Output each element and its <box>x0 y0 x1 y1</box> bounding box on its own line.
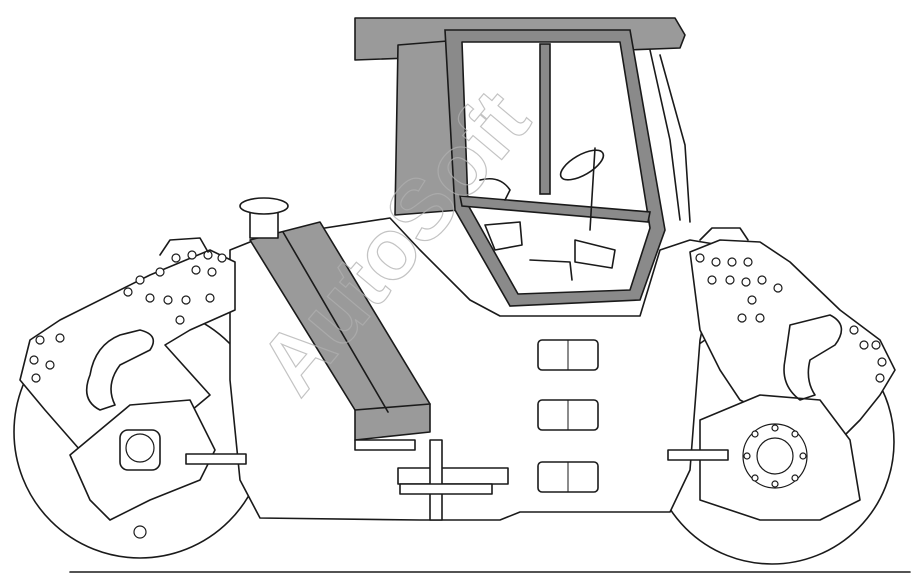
left-frame-cutout <box>85 329 155 411</box>
left-hub-rod <box>185 453 247 465</box>
cab-window-rail <box>459 195 651 223</box>
cab-front-post-outer <box>659 54 691 223</box>
steering-column <box>589 147 596 231</box>
steering-wheel <box>559 149 605 181</box>
seat-base <box>484 221 523 251</box>
articulation-joint <box>354 439 509 521</box>
air-intake-cap <box>239 197 289 239</box>
left-drum-bolt <box>133 525 147 539</box>
joint-lower-bar <box>399 483 493 495</box>
right-bolt-pattern <box>695 253 887 383</box>
joint-pin <box>429 439 443 521</box>
operator-cab <box>354 17 691 307</box>
right-frame-cutout <box>783 314 843 401</box>
cab-interior-detail <box>529 259 573 281</box>
cab-mid-pillar <box>539 43 551 195</box>
joint-bracket <box>354 439 416 451</box>
right-grab-handle <box>699 227 749 241</box>
steering-cylinder <box>397 467 509 485</box>
seat-back <box>479 177 511 201</box>
control-console <box>574 239 616 269</box>
intake-cap <box>239 197 289 215</box>
left-grab-handle <box>159 237 209 256</box>
intake-stem <box>249 211 279 239</box>
cab-front-post <box>649 49 681 221</box>
right-hub-bolts <box>743 424 807 488</box>
left-hub <box>125 433 155 463</box>
left-bolt-pattern <box>29 250 227 383</box>
hood-panel-bottom <box>354 403 431 411</box>
right-hub-rod <box>667 449 729 461</box>
right-hub <box>756 437 794 475</box>
hood-panel-edge <box>282 231 389 413</box>
side-vent-grills <box>537 339 599 493</box>
right-frame-plate <box>689 239 896 471</box>
